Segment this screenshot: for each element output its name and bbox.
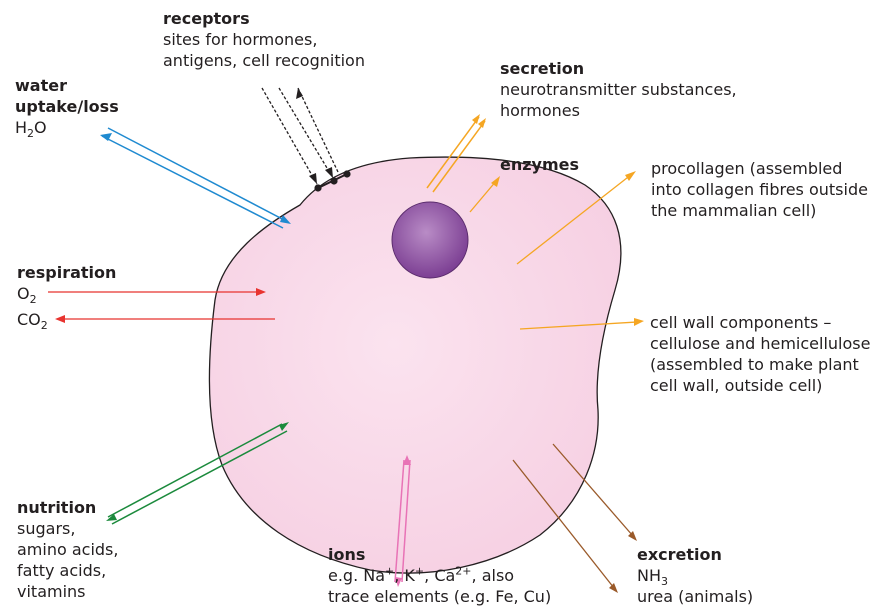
cell-wall-label: cell wall components – cellulose and hem… [650,312,870,396]
water-label: water uptake/loss H2O [15,75,119,138]
water-arrows [100,128,291,228]
nutrition-label: nutrition sugars, amino acids, fatty aci… [17,497,118,602]
secretion-label: secretion neurotransmitter substances, h… [500,58,737,121]
enzymes-label: enzymes [500,154,579,175]
nucleus [392,202,468,278]
receptors-label: receptors sites for hormones, antigens, … [163,8,365,71]
procollagen-label: procollagen (assembled into collagen fib… [651,158,868,221]
respiration-label: respiration O2 CO2 [17,262,116,330]
excretion-label: excretion NH3 urea (animals) [637,544,753,607]
ions-label: ions e.g. Na+, K+, Ca2+, also trace elem… [328,544,551,607]
